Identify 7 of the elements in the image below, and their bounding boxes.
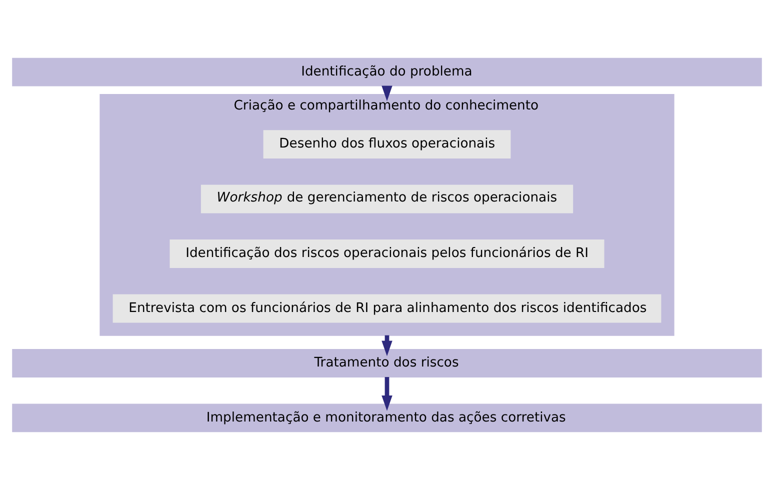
node-box: Entrevista com os funcionários de RI para alinhamento dos riscos identificados <box>112 294 662 322</box>
node-box: Tratamento dos riscos <box>12 348 762 377</box>
node-box: Identificação dos riscos operacionais pelos funcionários de RI <box>170 239 604 268</box>
node-box: Workshop de gerenciamento de riscos operacionais <box>200 184 574 213</box>
arrow <box>382 376 392 410</box>
node-box: Implementação e monitoramento das ações corretivas <box>12 403 762 432</box>
node-box: Desenho dos fluxos operacionais <box>263 130 511 158</box>
